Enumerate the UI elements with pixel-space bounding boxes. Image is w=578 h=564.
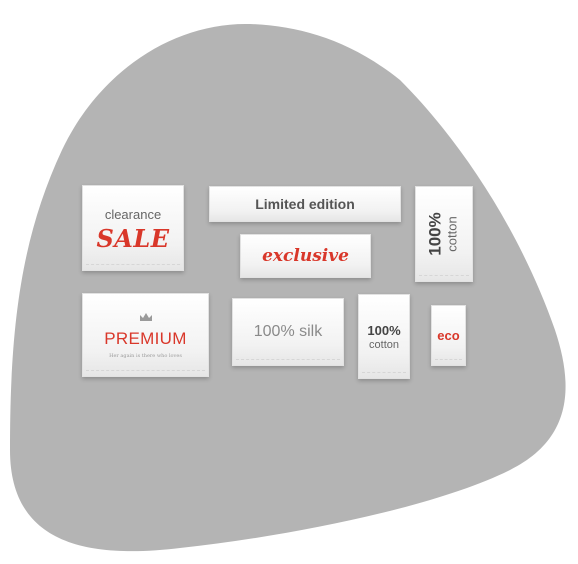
crown-icon xyxy=(139,312,153,326)
clearance-text: clearance xyxy=(104,207,162,222)
limited-edition-text: Limited edition xyxy=(255,196,355,212)
clearance-sale-label: clearance SALE xyxy=(82,185,184,271)
silk-text: 100% silk xyxy=(253,323,323,340)
exclusive-label: exclusive xyxy=(240,234,371,278)
cotton-vertical-text: cotton xyxy=(444,216,460,252)
eco-text: eco xyxy=(437,328,460,343)
cotton-text: cotton xyxy=(369,338,399,351)
cotton-vertical-label: 100% cotton xyxy=(415,186,473,282)
blob-shape xyxy=(10,23,566,552)
eco-label: eco xyxy=(431,305,466,366)
sale-text: SALE xyxy=(96,224,170,253)
premium-title: PREMIUM xyxy=(104,328,187,348)
cotton-vertical-percent: 100% xyxy=(425,212,445,256)
cotton-percent: 100% xyxy=(367,322,401,338)
exclusive-text: exclusive xyxy=(262,246,349,266)
cotton-label: 100% cotton xyxy=(358,294,410,379)
limited-edition-label: Limited edition xyxy=(209,186,401,222)
silk-label: 100% silk xyxy=(232,298,344,366)
premium-label: PREMIUM Her again is there who loves xyxy=(82,293,209,377)
premium-tagline: Her again is there who loves xyxy=(109,352,182,359)
